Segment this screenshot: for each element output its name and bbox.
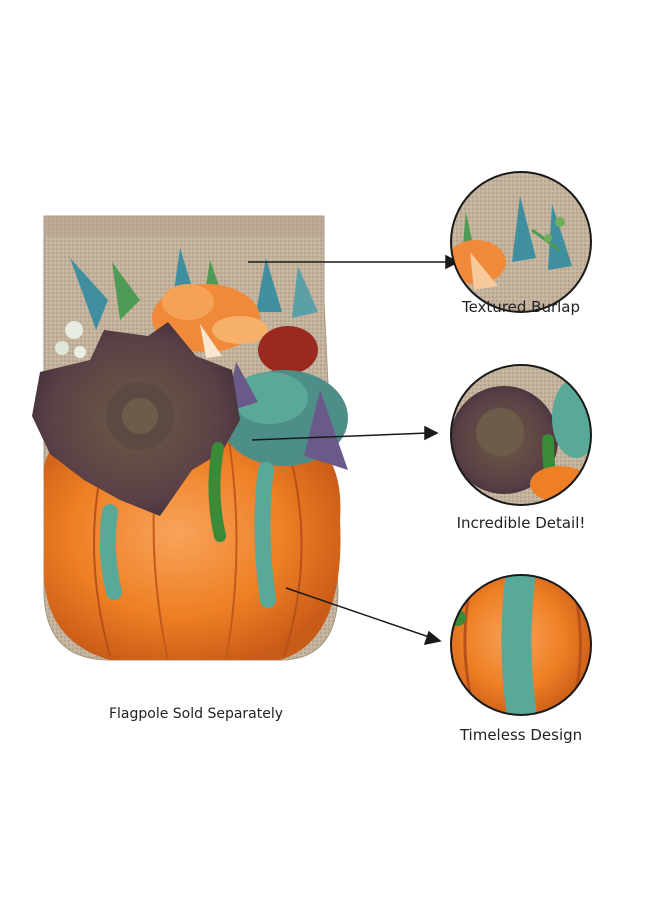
detail-circle-pumpkin — [450, 574, 592, 716]
purple-succulent — [32, 322, 240, 516]
detail-circle-succulent — [450, 364, 592, 506]
callout-label-timeless-design: Timeless Design — [459, 726, 583, 744]
callout-label-textured-burlap: Textured Burlap — [461, 298, 581, 316]
detail-circle-burlap — [450, 171, 592, 313]
red-flower — [258, 326, 318, 374]
teal-succulent — [220, 362, 348, 470]
orange-flower — [152, 284, 268, 358]
pole-sleeve — [44, 216, 324, 236]
hanging-strands — [99, 442, 276, 608]
white-buds — [55, 321, 86, 358]
callout-label-incredible-detail: Incredible Detail! — [456, 514, 586, 532]
flagpole-note: Flagpole Sold Separately — [108, 706, 284, 722]
callout-arrows — [248, 254, 460, 645]
